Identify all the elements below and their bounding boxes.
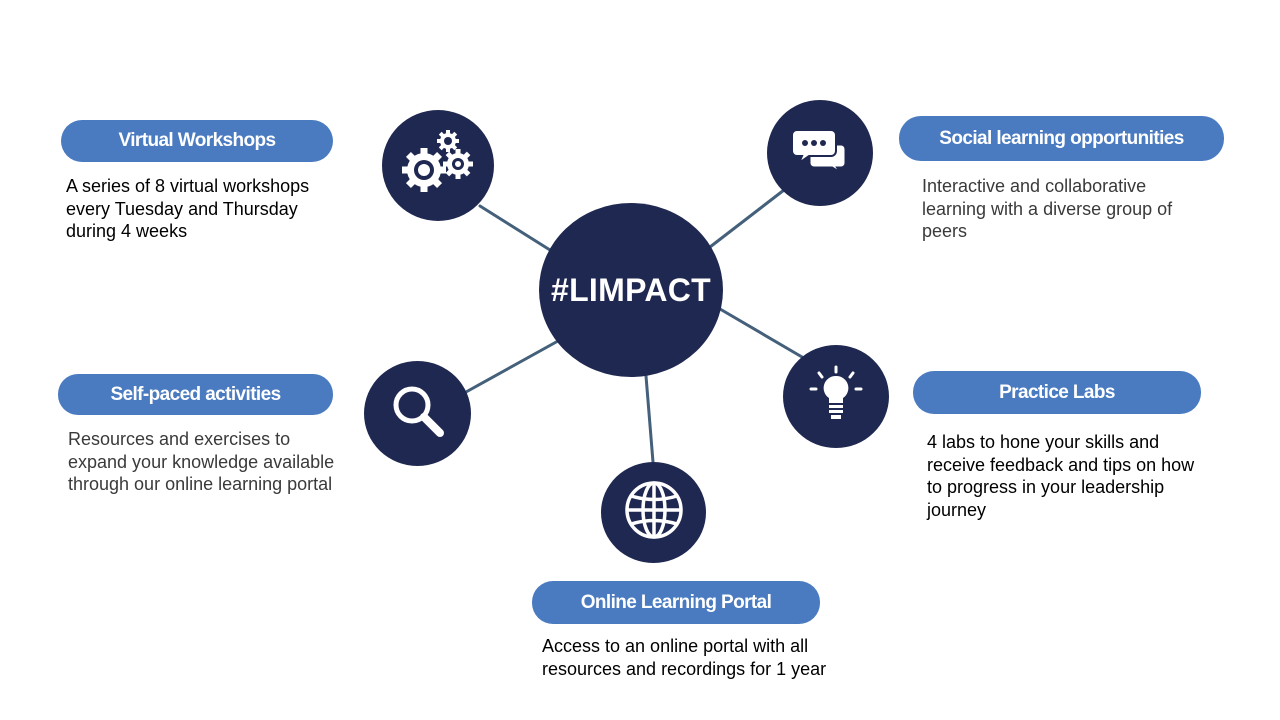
practice-labs-node [783,345,889,448]
virtual-workshops-label: Virtual Workshops [61,120,333,162]
practice-labs-description: 4 labs to hone your skills and receive f… [927,432,1195,520]
magnifier-icon [388,381,448,446]
connector-self-paced [464,339,560,394]
lightbulb-icon [806,365,866,428]
social-learning-node [767,100,873,206]
gears-icon [400,130,476,201]
practice-labs-label: Practice Labs [913,371,1201,414]
online-portal-node [601,462,706,563]
connector-social-learning [708,188,786,249]
globe-icon [623,479,685,546]
online-portal-description: Access to an online portal with all reso… [542,636,827,679]
chat-bubbles-icon [791,128,849,179]
virtual-workshops-node [382,110,494,221]
self-paced-description: Resources and exercises to expand your k… [68,429,335,494]
social-learning-description: Interactive and collaborative learning w… [922,176,1173,241]
social-learning-label: Social learning opportunities [899,116,1224,161]
self-paced-node [364,361,471,466]
virtual-workshops-description: A series of 8 virtual workshops every Tu… [66,176,310,241]
online-portal-label: Online Learning Portal [532,581,820,624]
connector-virtual-workshops [478,204,552,252]
self-paced-label: Self-paced activities [58,374,333,415]
hub-circle: #LIMPACT [539,203,723,377]
connector-online-portal [644,374,655,464]
connector-practice-labs [718,307,804,359]
hub-title: #LIMPACT [550,271,712,308]
